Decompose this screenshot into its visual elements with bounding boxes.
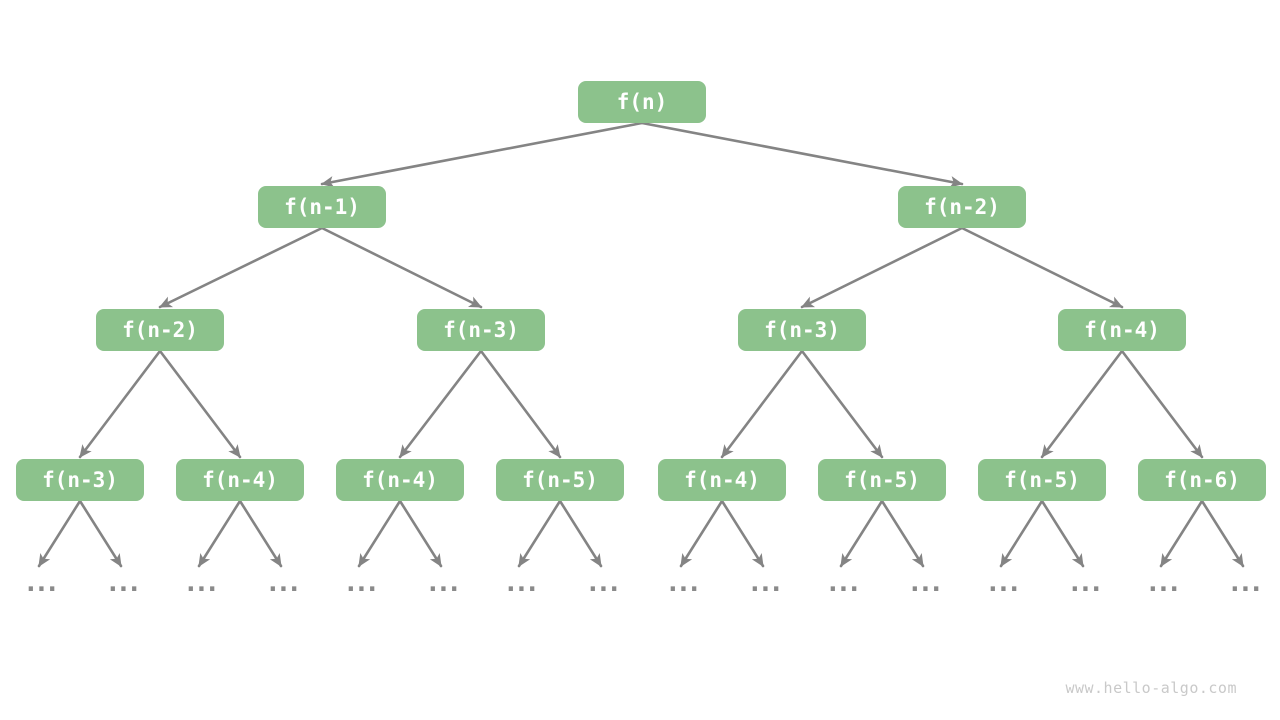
tree-edge: [880, 499, 925, 568]
watermark: www.hello-algo.com: [1065, 679, 1237, 697]
tree-edge: [398, 349, 483, 459]
tree-edge: [558, 499, 603, 568]
tree-node: f(n-3): [417, 309, 545, 351]
tree-node: f(n-1): [258, 186, 386, 228]
tree-edge: [320, 226, 483, 309]
tree-edge: [1159, 499, 1204, 568]
tree-node: f(n-2): [96, 309, 224, 351]
ellipsis-label: ...: [825, 568, 862, 598]
tree-node-label: f(n-2): [122, 317, 198, 342]
tree-edge: [517, 499, 562, 568]
ellipsis-label: ...: [985, 568, 1022, 598]
tree-node-label: f(n-2): [924, 194, 1000, 219]
ellipsis-label: ...: [343, 568, 380, 598]
tree-node-label: f(n-5): [1004, 467, 1080, 492]
tree-node: f(n): [578, 81, 706, 123]
tree-node-label: f(n-3): [42, 467, 118, 492]
tree-edge: [37, 499, 82, 568]
tree-edge: [999, 499, 1044, 568]
tree-node-label: f(n-3): [443, 317, 519, 342]
tree-edge: [1200, 499, 1245, 568]
tree-node-label: f(n): [616, 89, 668, 114]
ellipsis-label: ...: [1227, 568, 1264, 598]
tree-edge: [78, 349, 162, 459]
tree-edge: [720, 349, 804, 459]
tree-edge: [640, 121, 964, 188]
tree-node-label: f(n-4): [1084, 317, 1160, 342]
tree-edge: [800, 226, 964, 309]
ellipsis-label: ...: [1067, 568, 1104, 598]
ellipsis-label: ...: [585, 568, 622, 598]
tree-edge: [238, 499, 283, 568]
tree-edge: [479, 349, 562, 459]
tree-node-label: f(n-5): [844, 467, 920, 492]
tree-node: f(n-4): [176, 459, 304, 501]
tree-edge: [1120, 349, 1204, 459]
tree-node: f(n-5): [496, 459, 624, 501]
tree-node-label: f(n-3): [764, 317, 840, 342]
tree-edge: [158, 226, 324, 309]
tree-node: f(n-4): [336, 459, 464, 501]
tree-node: f(n-4): [1058, 309, 1186, 351]
tree-edge: [839, 499, 884, 568]
ellipsis-label: ...: [907, 568, 944, 598]
ellipsis-label: ...: [425, 568, 462, 598]
tree-edge: [197, 499, 242, 568]
tree-node: f(n-6): [1138, 459, 1266, 501]
tree-edge: [357, 499, 402, 568]
tree-edge: [320, 121, 644, 188]
tree-edge: [720, 499, 765, 568]
tree-node: f(n-3): [738, 309, 866, 351]
ellipsis-label: ...: [265, 568, 302, 598]
ellipsis-label: ...: [503, 568, 540, 598]
ellipsis-label: ...: [1145, 568, 1182, 598]
tree-edge: [78, 499, 123, 568]
tree-node-label: f(n-4): [362, 467, 438, 492]
ellipsis-label: ...: [665, 568, 702, 598]
tree-edge: [1040, 349, 1124, 459]
tree-node-label: f(n-5): [522, 467, 598, 492]
tree-node: f(n-5): [818, 459, 946, 501]
ellipsis-label: ...: [747, 568, 784, 598]
ellipsis-label: ...: [105, 568, 142, 598]
tree-node-label: f(n-4): [684, 467, 760, 492]
tree-node: f(n-2): [898, 186, 1026, 228]
tree-edge: [960, 226, 1124, 309]
tree-edge: [398, 499, 443, 568]
tree-edge: [1040, 499, 1085, 568]
tree-node: f(n-5): [978, 459, 1106, 501]
tree-edge: [679, 499, 724, 568]
tree-edge: [800, 349, 884, 459]
tree-node-label: f(n-4): [202, 467, 278, 492]
tree-node: f(n-3): [16, 459, 144, 501]
tree-node-label: f(n-1): [284, 194, 360, 219]
tree-node: f(n-4): [658, 459, 786, 501]
ellipsis-label: ...: [183, 568, 220, 598]
ellipsis-label: ...: [23, 568, 60, 598]
tree-edge: [158, 349, 242, 459]
tree-node-label: f(n-6): [1164, 467, 1240, 492]
